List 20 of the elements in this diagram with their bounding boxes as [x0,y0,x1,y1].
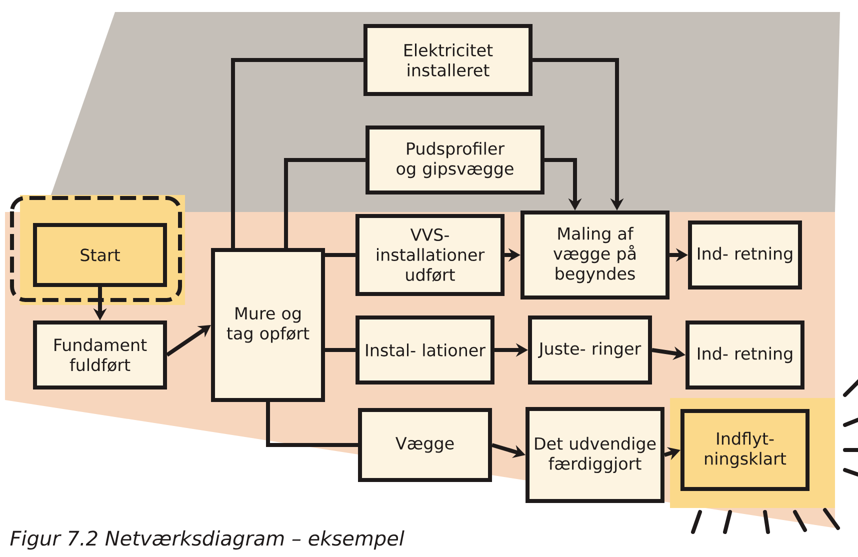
task-box: Instal- lationer [356,315,494,385]
task-box: VVS- installationer udført [355,214,505,296]
task-box: Maling af vægge på begyndes [520,210,670,300]
task-box: Det udvendige færdiggjort [526,407,664,503]
task-box: Vægge [358,408,492,482]
connector-line [284,158,366,248]
task-box: Mure og tag opført [211,248,325,402]
task-box: Juste- ringer [528,315,652,385]
task-box: Start [33,223,167,287]
connector-line [325,348,356,352]
caption: Figur 7.2 Netværksdiagram – eksempel [10,530,404,550]
task-box: Pudsprofiler og gipsvægge [366,125,544,195]
connector-line [266,402,358,447]
task-box: Fundament fuldført [33,320,167,390]
connector-line [231,58,364,248]
task-box: Ind- retning [688,220,802,290]
task-box: Ind- retning [686,320,804,390]
task-box: Elektricitet installeret [363,24,533,96]
connector-line [325,253,356,257]
task-box: Indflyt- ningsklart [680,409,810,491]
